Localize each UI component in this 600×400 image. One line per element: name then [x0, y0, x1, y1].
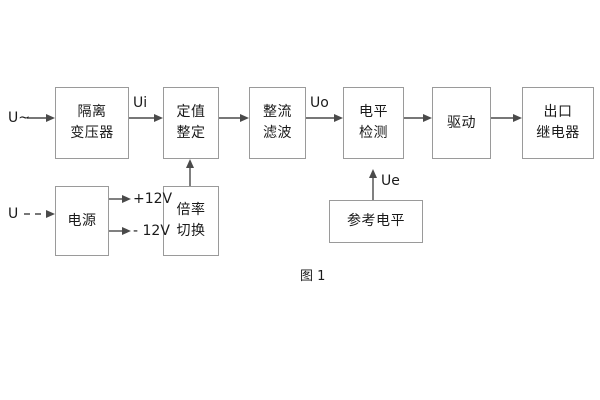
block-power-supply-line1: 电源: [67, 212, 97, 229]
block-rectify-filter-line1: 整流: [263, 104, 292, 121]
block-level-detect-line2: 检测: [359, 125, 388, 141]
signal-label-ui: Ui: [133, 95, 148, 111]
block-level-detect[interactable]: 电平 检测: [343, 87, 404, 159]
signal-label-minus-12v: - 12V: [133, 223, 170, 239]
block-level-detect-line1: 电平: [359, 104, 388, 121]
block-multiplier-switch[interactable]: 倍率 切换: [163, 186, 219, 256]
block-rectify-filter-line2: 滤波: [263, 125, 292, 141]
block-reference-level-line1: 参考电平: [347, 213, 405, 230]
block-power-supply[interactable]: 电源: [55, 186, 109, 256]
signal-label-uo: Uo: [310, 95, 329, 111]
block-output-relay-line1: 出口: [543, 104, 573, 121]
block-drive-line1: 驱动: [447, 114, 476, 131]
block-isolation-transformer-line1: 隔离: [77, 104, 107, 121]
signal-label-ue: Ue: [381, 173, 400, 189]
block-output-relay[interactable]: 出口 继电器: [522, 87, 594, 159]
block-rectify-filter[interactable]: 整流 滤波: [249, 87, 306, 159]
block-isolation-transformer[interactable]: 隔离 变压器: [55, 87, 129, 159]
block-multiplier-switch-line1: 倍率: [176, 202, 206, 219]
signal-label-plus-12v: +12V: [133, 191, 173, 207]
block-output-relay-line2: 继电器: [536, 125, 580, 141]
block-setting-value[interactable]: 定值 整定: [163, 87, 219, 159]
block-isolation-transformer-line2: 变压器: [70, 125, 114, 141]
block-setting-value-line2: 整定: [176, 125, 206, 141]
block-drive[interactable]: 驱动: [432, 87, 491, 159]
figure-caption: 图 1: [300, 269, 326, 284]
block-multiplier-switch-line2: 切换: [176, 223, 206, 239]
block-reference-level[interactable]: 参考电平: [329, 200, 423, 243]
block-setting-value-line1: 定值: [176, 104, 206, 121]
signal-label-input-dc: U: [8, 206, 19, 222]
signal-label-input-ac: U~: [8, 110, 30, 126]
